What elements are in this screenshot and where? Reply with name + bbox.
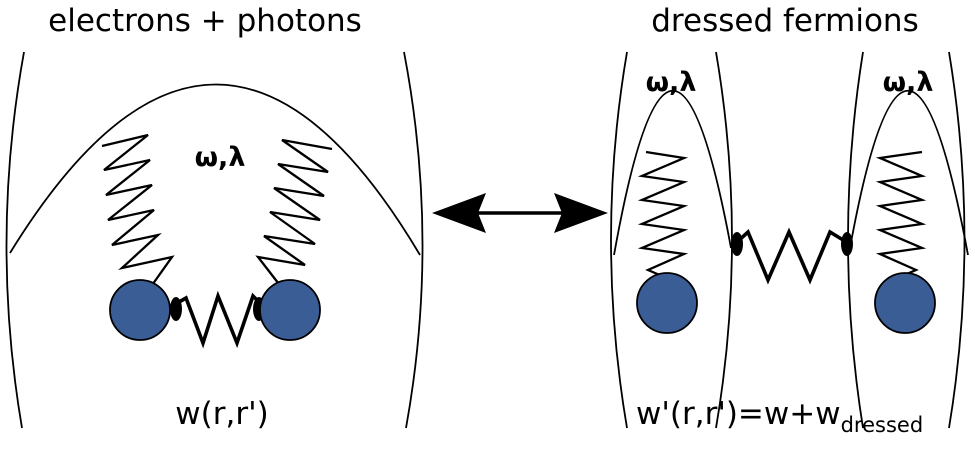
- left-coulomb-spring: [171, 290, 265, 349]
- left-boundary-right: [403, 51, 424, 429]
- left-panel-title: electrons + photons: [48, 3, 362, 39]
- left-electron-2: [259, 279, 321, 341]
- right-photon-spring-left: [637, 150, 689, 284]
- right-fermion-2: [874, 272, 936, 334]
- right-mode-label-left: ω,λ: [646, 67, 697, 98]
- right-fermion-1: [636, 272, 698, 334]
- right-interaction-label: w'(r,r')=w+wdressed: [636, 396, 923, 437]
- right-panel-title: dressed fermions: [651, 3, 918, 39]
- right-mode-label-right: ω,λ: [883, 67, 934, 98]
- left-photon-spring-left: [101, 133, 175, 289]
- right-box-a-mode-arc: [613, 89, 732, 256]
- right-interaction-main: w'(r,r')=w+w: [636, 396, 841, 432]
- right-box-b-outer-right: [948, 51, 966, 429]
- left-cavity-mode-arc: [9, 83, 421, 256]
- left-panel: electrons + photons ω,λ w(r,r'): [5, 3, 424, 432]
- right-bond-cap-left: [731, 232, 743, 256]
- right-box-a-outer-left: [610, 51, 628, 429]
- right-dressed-coulomb-spring: [734, 227, 849, 285]
- right-box-b-mode-arc: [849, 89, 969, 256]
- left-bond-cap-left: [170, 297, 182, 321]
- left-interaction-label: w(r,r'): [175, 396, 268, 432]
- right-panel: dressed fermions ω,λ ω,λ w'(r,r')=w+wdre…: [610, 3, 969, 437]
- left-electron-1: [109, 279, 171, 341]
- left-mode-label: ω,λ: [195, 142, 246, 173]
- right-bond-cap-right: [841, 232, 853, 256]
- double-headed-arrow-icon: [432, 193, 608, 233]
- left-photon-spring-right: [255, 138, 333, 289]
- right-interaction-subscript: dressed: [841, 413, 924, 437]
- right-photon-spring-right: [875, 150, 927, 284]
- left-boundary-left: [5, 51, 25, 429]
